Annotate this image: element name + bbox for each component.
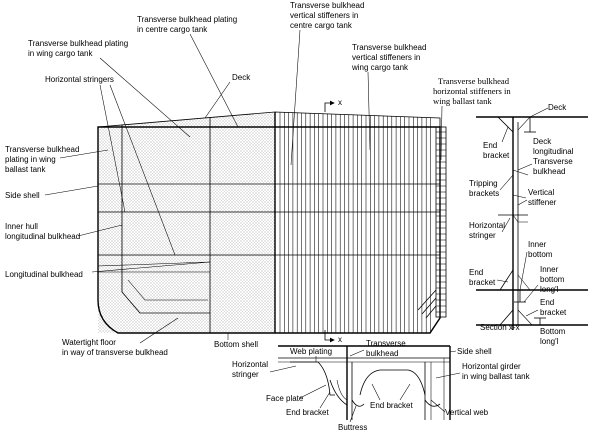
label-longitudinal-bulkhead: Longitudinal bulkhead: [5, 270, 83, 279]
label-bottom-shell-main: Bottom shell: [214, 340, 258, 349]
label-tb-horiz-ballast-2: horizontal stiffeners in: [433, 86, 511, 96]
bulkhead-plating-stippled: [98, 112, 275, 333]
label-tb-plating-ballast-2: plating in wing: [5, 155, 56, 164]
label-vertical-web: Vertical web: [445, 408, 489, 417]
label-web-plating: Web plating: [290, 347, 332, 356]
label-inner-hull-2: longitudinal bulkhead: [5, 232, 80, 241]
inner-bottom-line: [97, 261, 211, 267]
label-section-xx: Section x-x: [480, 323, 520, 332]
label-hstringer-right-1: Horizontal: [469, 221, 505, 230]
hull-outline: [97, 126, 441, 334]
label-tb-horiz-ballast-1: Transverse bulkhead: [438, 76, 510, 86]
section-marker-top: x: [324, 98, 342, 112]
bilge-hopper-inner: [127, 279, 208, 301]
label-vert-stiffener-1: Vertical: [528, 188, 554, 197]
label-end-bracket-mid-2: bracket: [469, 278, 496, 287]
label-inner-hull-1: Inner hull: [5, 222, 38, 231]
label-end-bracket-top-2: bracket: [483, 151, 510, 160]
vertical-stiffeners: [279, 112, 431, 333]
label-ib-long-2: bottom: [540, 275, 565, 284]
label-side-shell-bottom: Side shell: [457, 347, 492, 356]
section-marker-top-label: x: [338, 98, 342, 107]
section-xx-labels: Deck End bracket Deck longitudinal Trans…: [469, 103, 574, 346]
plan-view: [278, 345, 451, 420]
label-horizontal-stringers: Horizontal stringers: [45, 75, 114, 84]
label-bottom-long-2: long'l: [540, 337, 559, 346]
label-tb-bottom-2: bulkhead: [366, 349, 398, 358]
label-tb-plating-wing-1: Transverse bulkhead plating: [28, 39, 128, 48]
label-tb-plating-centre-1: Transverse bulkhead plating: [137, 15, 237, 24]
label-tb-plating-centre-2: in centre cargo tank: [137, 25, 208, 34]
label-end-bracket-top-1: End: [483, 141, 497, 150]
label-horizontal-girder-2: in wing ballast tank: [462, 372, 531, 381]
bilge-hopper: [121, 272, 210, 314]
lower-right-bracket: [417, 289, 437, 319]
label-hstringer-bottom-2: stringer: [232, 370, 259, 379]
label-bottom-long-1: Bottom: [540, 327, 566, 336]
label-hstringer-right-2: stringer: [469, 231, 496, 240]
label-vert-stiffener-2: stiffener: [528, 198, 557, 207]
label-ib-long-3: long'l: [540, 285, 559, 294]
label-deck-right: Deck: [548, 103, 567, 112]
label-tb-vert-wing-2: vertical stiffeners in: [352, 53, 420, 62]
label-deck-longitudinal-2: longitudinal: [533, 147, 574, 156]
main-bulkhead-view: [97, 111, 447, 334]
label-end-bracket-low-1: End: [540, 298, 554, 307]
section-marker-bottom-label: x: [338, 335, 342, 344]
label-tb-vert-wing-1: Transverse bulkhead: [352, 43, 426, 52]
label-end-bracket-mid-1: End: [469, 268, 483, 277]
label-buttress: Buttress: [338, 423, 367, 432]
label-watertight-floor-2: in way of transverse bulkhead: [62, 348, 168, 357]
main-labels: Transverse bulkhead plating in centre ca…: [5, 1, 511, 357]
label-deck-main: Deck: [232, 73, 251, 82]
label-tb-right-1: Transverse: [533, 157, 573, 166]
label-watertight-floor-1: Watertight floor: [62, 338, 116, 347]
label-inner-bottom-1: Inner: [528, 240, 547, 249]
label-tb-vert-centre-2: vertical stiffeners in: [290, 11, 358, 20]
label-deck-longitudinal-1: Deck: [533, 137, 552, 146]
plan-view-labels: Web plating Transverse bulkhead Side she…: [232, 339, 531, 432]
label-end-bracket-low-2: bracket: [540, 308, 567, 317]
label-tb-vert-wing-3: wing cargo tank: [351, 63, 409, 72]
label-end-bracket-b2: End bracket: [370, 401, 413, 410]
label-ib-long-1: Inner: [540, 265, 559, 274]
label-tb-right-2: bulkhead: [533, 167, 565, 176]
label-tb-vert-centre-3: centre cargo tank: [290, 21, 353, 30]
horizontal-stiffeners: [436, 131, 446, 313]
label-tb-horiz-ballast-3: wing ballast tank: [433, 96, 492, 106]
label-tb-vert-centre-1: Transverse bulkhead: [290, 1, 364, 10]
label-end-bracket-b1: End bracket: [286, 408, 329, 417]
section-marker-bottom: x: [324, 330, 342, 344]
label-tripping-2: brackets: [469, 189, 499, 198]
label-tripping-1: Tripping: [469, 179, 498, 188]
label-hstringer-bottom-1: Horizontal: [232, 360, 268, 369]
label-face-plate: Face plate: [266, 394, 304, 403]
label-side-shell-left: Side shell: [5, 191, 40, 200]
label-tb-bottom-1: Transverse: [366, 339, 406, 348]
label-tb-plating-ballast-3: ballast tank: [5, 165, 46, 174]
label-tb-plating-wing-2: in wing cargo tank: [28, 49, 93, 58]
label-inner-bottom-2: bottom: [528, 250, 553, 259]
label-tb-plating-ballast-1: Transverse bulkhead: [5, 145, 79, 154]
label-horizontal-girder-1: Horizontal girder: [462, 362, 521, 371]
